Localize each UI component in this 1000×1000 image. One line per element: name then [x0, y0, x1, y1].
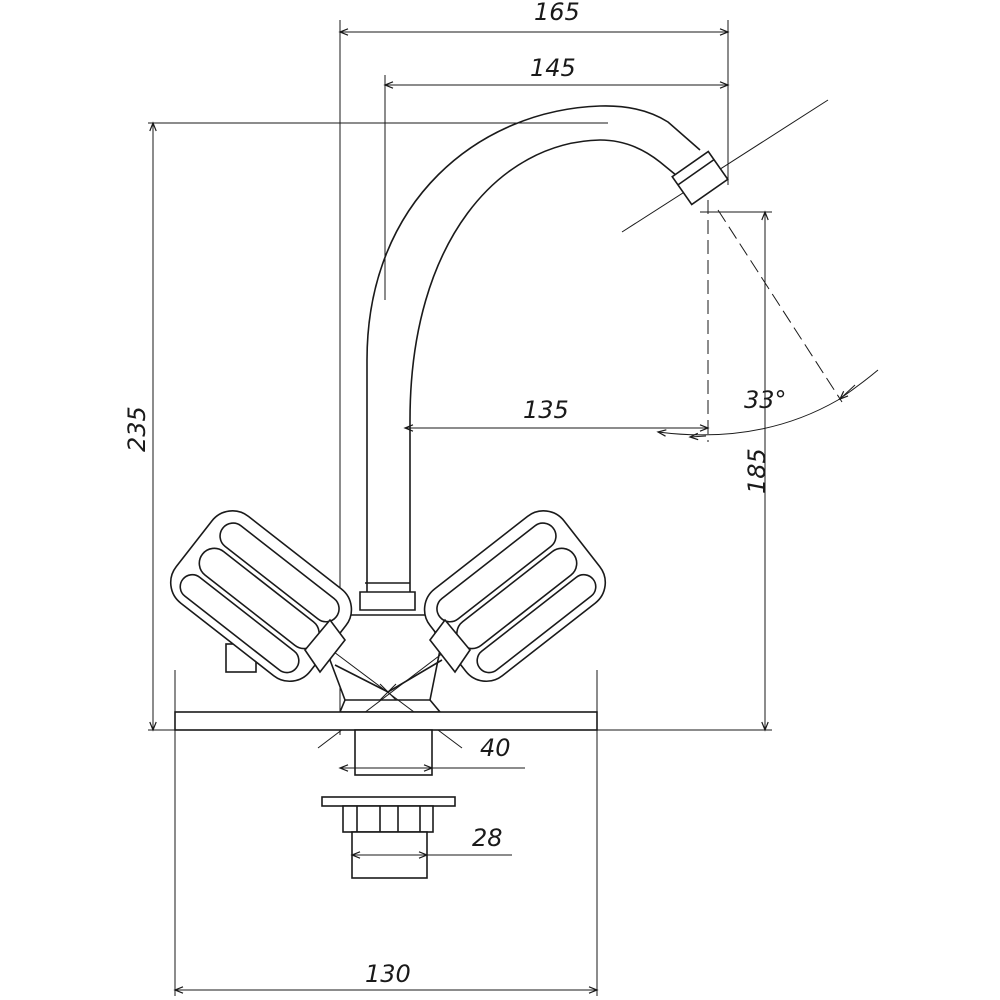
- dimension-28: 28: [350, 824, 512, 859]
- right-handle[interactable]: [414, 500, 616, 691]
- base-and-shank: [174, 711, 598, 879]
- dimension-40: 40: [338, 734, 525, 772]
- dimension-165: 165: [338, 0, 730, 36]
- dimension-label-28: 28: [472, 824, 503, 852]
- extension-lines: [148, 20, 772, 996]
- dimension-label-135: 135: [523, 396, 569, 424]
- dimension-label-33: 33°: [744, 386, 787, 414]
- aerator-nozzle: [671, 150, 729, 206]
- dimension-label-235: 235: [123, 406, 151, 452]
- dimension-235: 235: [123, 121, 157, 732]
- dimension-label-40: 40: [480, 734, 511, 762]
- spout: [359, 99, 829, 611]
- dimension-135: 135: [403, 396, 710, 432]
- dimension-label-165: 165: [534, 0, 580, 26]
- dimension-145: 145: [383, 54, 730, 89]
- dimension-130: 130: [173, 960, 599, 994]
- dimension-label-185: 185: [743, 448, 771, 494]
- left-handle[interactable]: [144, 500, 362, 712]
- dimension-label-130: 130: [365, 960, 411, 988]
- dimension-label-145: 145: [530, 54, 576, 82]
- dimension-angle-33: 33°: [656, 200, 879, 442]
- dimension-185: 185: [743, 210, 771, 732]
